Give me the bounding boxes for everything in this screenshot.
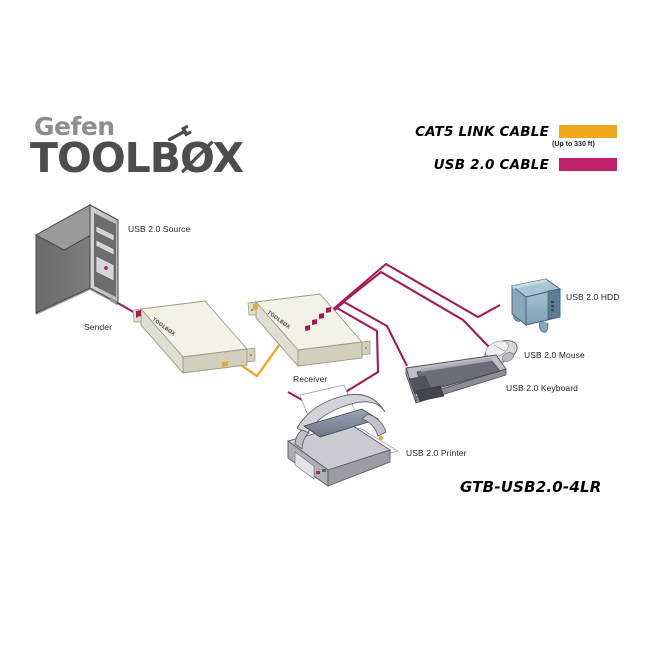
- legend-swatch-cat5: [559, 125, 617, 138]
- label-usb-mouse: USB 2.0 Mouse: [524, 350, 585, 360]
- legend-cat5-distance-note: (Up to 330 ft): [552, 141, 595, 148]
- device-usb-printer: [286, 384, 400, 487]
- legend-row-cat5: CAT5 LINK CABLE: [392, 124, 617, 140]
- device-usb-hdd: [510, 278, 562, 333]
- cable-receiver-to-mouse: [322, 270, 490, 348]
- device-sender-unit: TOOLBØX: [132, 300, 256, 375]
- legend-label-cat5: CAT5 LINK CABLE: [415, 124, 549, 140]
- cable-legend: CAT5 LINK CABLE USB 2.0 CABLE: [392, 124, 617, 184]
- gefen-toolbox-logo: Gefen TOOLBØX: [30, 112, 244, 182]
- cable-receiver-to-hdd: [329, 262, 501, 319]
- label-usb-keyboard: USB 2.0 Keyboard: [506, 383, 579, 393]
- device-receiver-unit: TOOLBØX: [247, 293, 371, 368]
- legend-label-usb: USB 2.0 CABLE: [433, 157, 549, 173]
- legend-row-usb: USB 2.0 CABLE: [392, 157, 617, 173]
- label-usb-printer: USB 2.0 Printer: [406, 448, 467, 458]
- device-usb-source-tower: [34, 204, 120, 315]
- product-code: GTB-USB2.0-4LR: [460, 478, 602, 496]
- label-usb-hdd: USB 2.0 HDD: [566, 292, 620, 302]
- legend-swatch-usb: [559, 158, 617, 171]
- label-sender: Sender: [84, 322, 113, 332]
- label-receiver: Receiver: [293, 374, 328, 384]
- device-usb-keyboard: [405, 354, 507, 404]
- label-usb-source: USB 2.0 Source: [128, 224, 191, 234]
- logo-product-line-text: TOOLBØX: [30, 134, 244, 182]
- logo-brand-text: Gefen: [34, 112, 115, 141]
